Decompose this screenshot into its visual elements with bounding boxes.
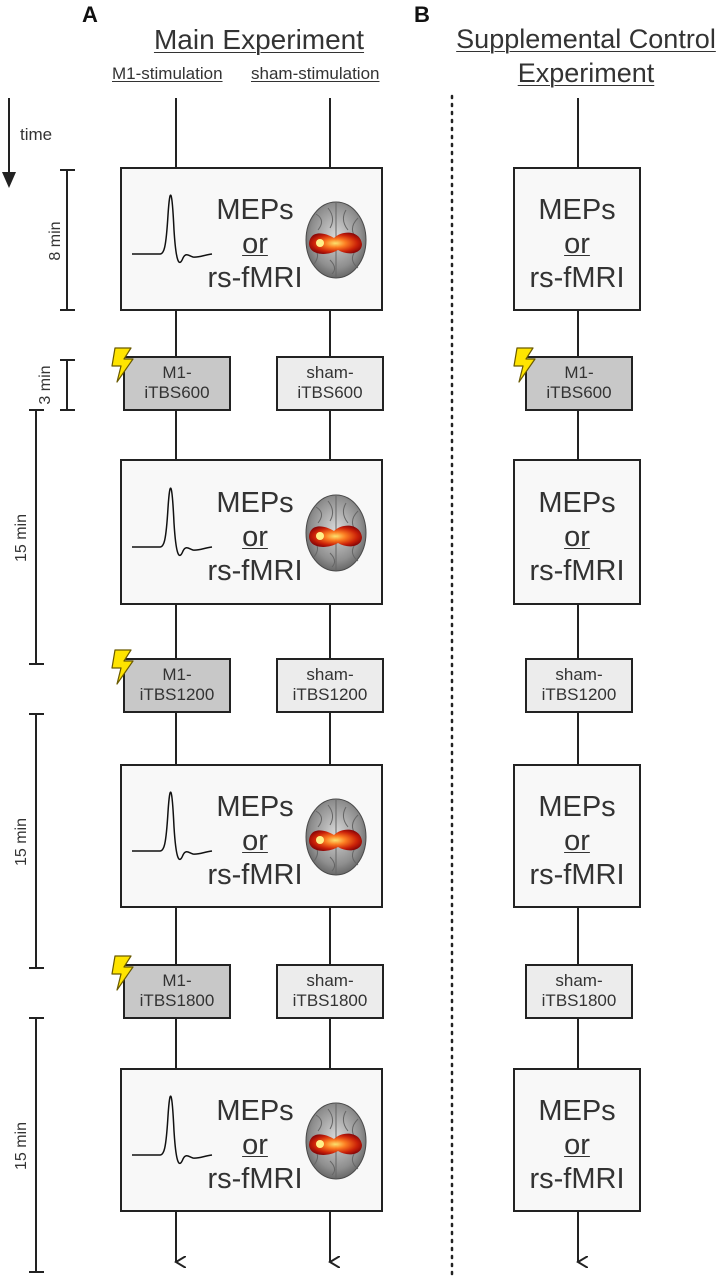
- control-stim-label: sham- iTBS1800: [541, 971, 617, 1010]
- brain-activation-icon: [305, 201, 367, 279]
- measurement-label: MEPs or rs-fMRI: [529, 194, 625, 294]
- panel-b-letter: B: [414, 2, 430, 27]
- control-stim-box-1: [525, 356, 633, 411]
- column-label-sham: sham-stimulation: [251, 64, 380, 83]
- sham-stim-label: sham- iTBS1200: [292, 665, 368, 704]
- sham-stim-label: sham- iTBS600: [297, 363, 363, 402]
- measurement-label: MEPs or rs-fMRI: [207, 487, 303, 587]
- duration-bracket-8min: [60, 169, 75, 311]
- sham-stim-box-1: [276, 356, 384, 411]
- duration-bracket-15min-2: [29, 713, 44, 969]
- time-label: time: [20, 125, 53, 144]
- control-stim-label: M1- iTBS600: [546, 363, 612, 402]
- mep-waveform-icon: [132, 194, 213, 264]
- measurement-box-b-2: [513, 459, 641, 605]
- duration-label: 15 min: [13, 817, 30, 867]
- control-stim-label: sham- iTBS1200: [541, 665, 617, 704]
- control-stim-box-2: [525, 658, 633, 713]
- measurement-box-b-1: [513, 167, 641, 311]
- duration-label: 15 min: [13, 1121, 30, 1171]
- measurement-label: MEPs or rs-fMRI: [207, 791, 303, 891]
- panel-b-title-line2: Experiment: [517, 58, 655, 88]
- time-arrow: [2, 98, 16, 188]
- measurement-label: MEPs or rs-fMRI: [529, 791, 625, 891]
- measurement-box-b-3: [513, 764, 641, 908]
- duration-bracket-3min: [60, 359, 75, 411]
- brain-activation-icon: [305, 494, 367, 572]
- brain-activation-icon: [305, 798, 367, 876]
- sham-stim-label: sham- iTBS1800: [292, 971, 368, 1010]
- lightning-bolt-icon: [111, 649, 134, 685]
- measurement-label: MEPs or rs-fMRI: [207, 1095, 303, 1195]
- duration-bracket-15min-3: [29, 1017, 44, 1273]
- mep-waveform-icon: [132, 791, 213, 861]
- duration-label: 3 min: [37, 365, 54, 405]
- mep-waveform-icon: [132, 1095, 213, 1165]
- panel-a-title: Main Experiment: [153, 24, 365, 55]
- measurement-label: MEPs or rs-fMRI: [529, 1095, 625, 1195]
- panel-a-letter: A: [82, 2, 98, 27]
- m1-stim-box-3: [123, 964, 231, 1019]
- sham-stim-box-2: [276, 658, 384, 713]
- mep-waveform-icon: [132, 487, 213, 557]
- brain-activation-icon: [305, 1102, 367, 1180]
- lightning-bolt-icon: [111, 955, 134, 991]
- m1-stim-label: M1- iTBS1800: [139, 971, 215, 1010]
- measurement-label: MEPs or rs-fMRI: [207, 194, 303, 294]
- measurement-label: MEPs or rs-fMRI: [529, 487, 625, 587]
- m1-stim-box-2: [123, 658, 231, 713]
- panel-b-title-line1: Supplemental Control: [456, 24, 716, 54]
- sham-stim-box-3: [276, 964, 384, 1019]
- m1-stim-box-1: [123, 356, 231, 411]
- lightning-bolt-icon: [111, 347, 134, 383]
- measurement-box-b-4: [513, 1068, 641, 1212]
- lightning-bolt-icon: [513, 347, 536, 383]
- duration-label: 15 min: [13, 513, 30, 563]
- duration-label: 8 min: [47, 221, 64, 261]
- m1-stim-label: M1- iTBS1200: [139, 665, 215, 704]
- measurement-box-a-1: [120, 167, 383, 311]
- duration-bracket-15min-1: [29, 409, 44, 665]
- column-label-m1: M1-stimulation: [112, 64, 223, 83]
- m1-stim-label: M1- iTBS600: [144, 363, 210, 402]
- control-stim-box-3: [525, 964, 633, 1019]
